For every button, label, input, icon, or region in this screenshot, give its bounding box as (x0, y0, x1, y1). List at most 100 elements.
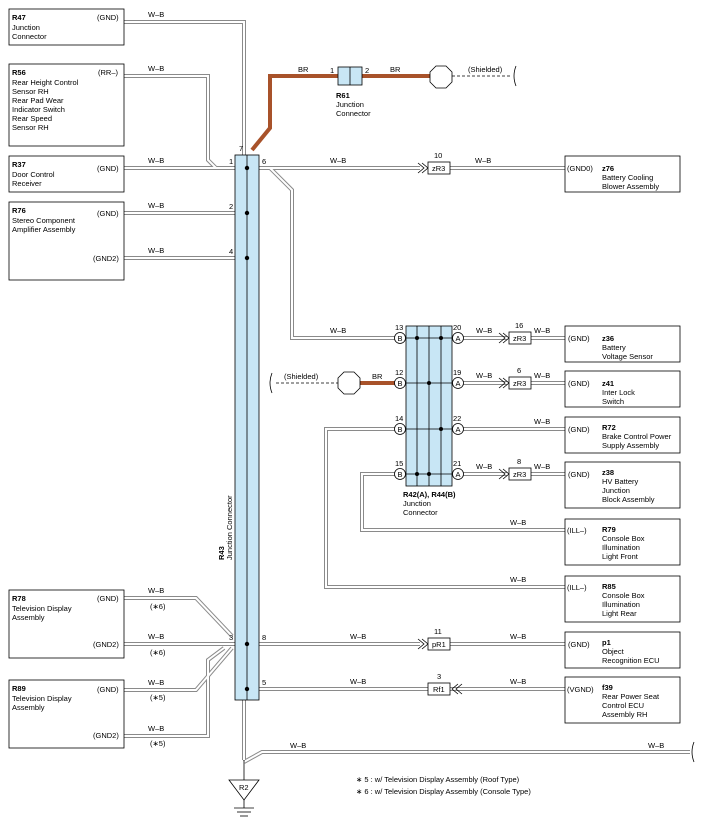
svg-text:Blower Assembly: Blower Assembly (602, 182, 659, 191)
right-components: (GND0) z76 Battery Cooling Blower Assemb… (564, 155, 681, 724)
continuation-bracket (691, 741, 695, 763)
svg-text:Assembly: Assembly (12, 703, 45, 712)
svg-text:A: A (456, 425, 461, 434)
svg-text:B: B (398, 379, 403, 388)
svg-text:Voltage Sensor: Voltage Sensor (602, 352, 653, 361)
svg-text:z38: z38 (602, 468, 614, 477)
svg-text:21: 21 (453, 459, 461, 468)
svg-text:Receiver: Receiver (12, 179, 42, 188)
svg-text:Block Assembly: Block Assembly (602, 495, 655, 504)
r61-connector: 1 2 R61 Junction Connector (330, 66, 371, 118)
svg-text:Control ECU: Control ECU (602, 701, 644, 710)
svg-text:zR3: zR3 (513, 379, 526, 388)
wire-color-labels: W–B W–B W–B W–B W–B W–B W–B W–B W–B W–B … (148, 10, 664, 750)
svg-text:Console Box: Console Box (602, 591, 645, 600)
svg-text:R78: R78 (12, 594, 26, 603)
svg-text:BR: BR (298, 65, 309, 74)
svg-text:Connector: Connector (336, 109, 371, 118)
shield-octagon (429, 65, 453, 89)
svg-text:R47: R47 (12, 13, 26, 22)
svg-text:BR: BR (372, 372, 383, 381)
inline-connector-zr3-8: zR3 8 (498, 457, 532, 481)
svg-text:(GND): (GND) (97, 685, 119, 694)
ground-r2: R2 (228, 760, 260, 817)
svg-text:R42(A), R44(B): R42(A), R44(B) (403, 490, 456, 499)
r42-b-marks: B B B B (394, 332, 406, 480)
component-p1: (GND) p1 Object Recognition ECU (564, 631, 681, 669)
svg-text:Rear Speed: Rear Speed (12, 114, 52, 123)
svg-text:Amplifier Assembly: Amplifier Assembly (12, 225, 76, 234)
svg-text:W–B: W–B (510, 575, 526, 584)
svg-text:∗ 5 : w/ Television Display As: ∗ 5 : w/ Television Display Assembly (Ro… (356, 775, 520, 784)
svg-text:∗ 6 : w/ Television Display As: ∗ 6 : w/ Television Display Assembly (Co… (356, 787, 531, 796)
svg-text:8: 8 (262, 633, 266, 642)
svg-text:R43: R43 (217, 546, 226, 560)
svg-text:W–B: W–B (148, 156, 164, 165)
svg-text:Switch: Switch (602, 397, 624, 406)
shielded-label-top: (Shielded) (468, 65, 503, 74)
svg-text:A: A (456, 379, 461, 388)
footnotes: ∗ 5 : w/ Television Display Assembly (Ro… (356, 775, 531, 796)
svg-text:(GND): (GND) (568, 334, 590, 343)
svg-text:Illumination: Illumination (602, 543, 640, 552)
shield-lines: (Shielded) (Shielded) (269, 65, 517, 395)
svg-text:z36: z36 (602, 334, 614, 343)
svg-text:R79: R79 (602, 525, 616, 534)
component-r56: R56 Rear Height Control Sensor RH Rear P… (8, 63, 125, 147)
svg-text:R76: R76 (12, 206, 26, 215)
svg-text:Indicator Switch: Indicator Switch (12, 105, 65, 114)
svg-text:R37: R37 (12, 160, 26, 169)
svg-text:2: 2 (365, 66, 369, 75)
svg-text:W–B: W–B (350, 632, 366, 641)
svg-text:Stereo Component: Stereo Component (12, 216, 76, 225)
svg-text:Battery: Battery (602, 343, 626, 352)
svg-text:W–B: W–B (148, 201, 164, 210)
svg-text:W–B: W–B (648, 741, 664, 750)
svg-text:8: 8 (517, 457, 521, 466)
svg-text:B: B (398, 470, 403, 479)
svg-text:(GND): (GND) (97, 164, 119, 173)
svg-text:1: 1 (330, 66, 334, 75)
svg-text:19: 19 (453, 368, 461, 377)
svg-text:W–B: W–B (510, 518, 526, 527)
r42-a-marks: A A A A (452, 332, 464, 480)
svg-text:B: B (398, 334, 403, 343)
svg-text:W–B: W–B (510, 677, 526, 686)
svg-text:R85: R85 (602, 582, 616, 591)
svg-text:Rf1: Rf1 (433, 685, 445, 694)
br-wires (250, 74, 430, 385)
svg-text:Battery Cooling: Battery Cooling (602, 173, 653, 182)
inline-connector-rf1-3: Rf1 3 (427, 672, 463, 696)
svg-text:A: A (456, 334, 461, 343)
svg-text:W–B: W–B (148, 64, 164, 73)
svg-text:W–B: W–B (476, 371, 492, 380)
svg-text:W–B: W–B (534, 326, 550, 335)
svg-text:3: 3 (437, 672, 441, 681)
svg-text:Junction: Junction (602, 486, 630, 495)
left-components: R47 Junction Connector (GND) R56 Rear He… (8, 8, 166, 749)
svg-text:Sensor RH: Sensor RH (12, 87, 49, 96)
television-variant-notes: (∗6) (∗6) (∗5) (∗5) (150, 602, 166, 748)
r42-r44-connector: B B B B A A A A 13 12 14 15 20 19 22 21 … (394, 323, 464, 517)
svg-text:11: 11 (434, 627, 442, 636)
svg-text:16: 16 (515, 321, 523, 330)
svg-text:(GND): (GND) (568, 470, 590, 479)
svg-text:(∗6): (∗6) (150, 602, 166, 611)
svg-text:1: 1 (229, 157, 233, 166)
svg-text:zR3: zR3 (513, 334, 526, 343)
svg-text:15: 15 (395, 459, 403, 468)
svg-text:(VGND): (VGND) (567, 685, 594, 694)
svg-text:Rear Pad Wear: Rear Pad Wear (12, 96, 64, 105)
component-r47: R47 Junction Connector (GND) (8, 8, 125, 46)
svg-text:(∗6): (∗6) (150, 648, 166, 657)
svg-text:(ILL–): (ILL–) (567, 583, 587, 592)
svg-text:W–B: W–B (534, 371, 550, 380)
svg-text:Brake Control Power: Brake Control Power (602, 432, 672, 441)
svg-text:W–B: W–B (476, 462, 492, 471)
svg-text:W–B: W–B (330, 326, 346, 335)
component-r79: (ILL–) R79 Console Box Illumination Ligh… (564, 518, 681, 566)
svg-text:Object: Object (602, 647, 625, 656)
svg-text:Sensor RH: Sensor RH (12, 123, 49, 132)
svg-text:Inter Lock: Inter Lock (602, 388, 635, 397)
